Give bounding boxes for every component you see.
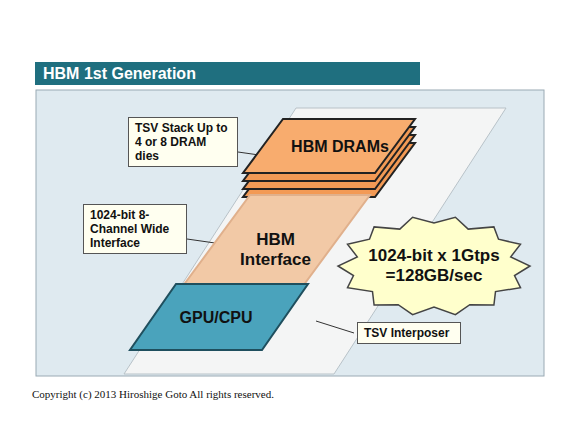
node-label: 1024-bit 8-Channel Wide Interface (90, 208, 180, 250)
callout-box: 1024-bit 8-Channel Wide Interface (83, 204, 187, 254)
node-label: HBM Interface (228, 230, 323, 270)
gpu-cpu-chip: GPU/CPU (126, 282, 310, 354)
bandwidth-starburst: 1024-bit x 1Gtps =128GB/sec (336, 214, 532, 318)
hbm-interface-area: HBM Interface (178, 193, 373, 293)
parallelogram (130, 284, 308, 350)
parallelogram (180, 195, 370, 290)
panel (36, 90, 544, 376)
node-label: HBM DRAMs (285, 137, 395, 156)
dram-die (243, 119, 415, 173)
node-label: 1024-bit x 1Gtps =128GB/sec (358, 246, 510, 286)
starburst (338, 217, 530, 314)
node-label: TSV Interposer (364, 326, 454, 340)
copyright-caption: Copyright (c) 2013 Hiroshige Goto All ri… (32, 388, 274, 400)
callout-box: TSV Stack Up to 4 or 8 DRAM dies (128, 117, 238, 167)
node-label: GPU/CPU (161, 308, 271, 327)
node-label: TSV Stack Up to 4 or 8 DRAM dies (135, 121, 231, 163)
title-bar: HBM 1st Generation (35, 62, 420, 85)
leader-line (187, 239, 215, 243)
leader-line (316, 321, 354, 333)
callout-box: TSV Interposer (357, 322, 461, 344)
